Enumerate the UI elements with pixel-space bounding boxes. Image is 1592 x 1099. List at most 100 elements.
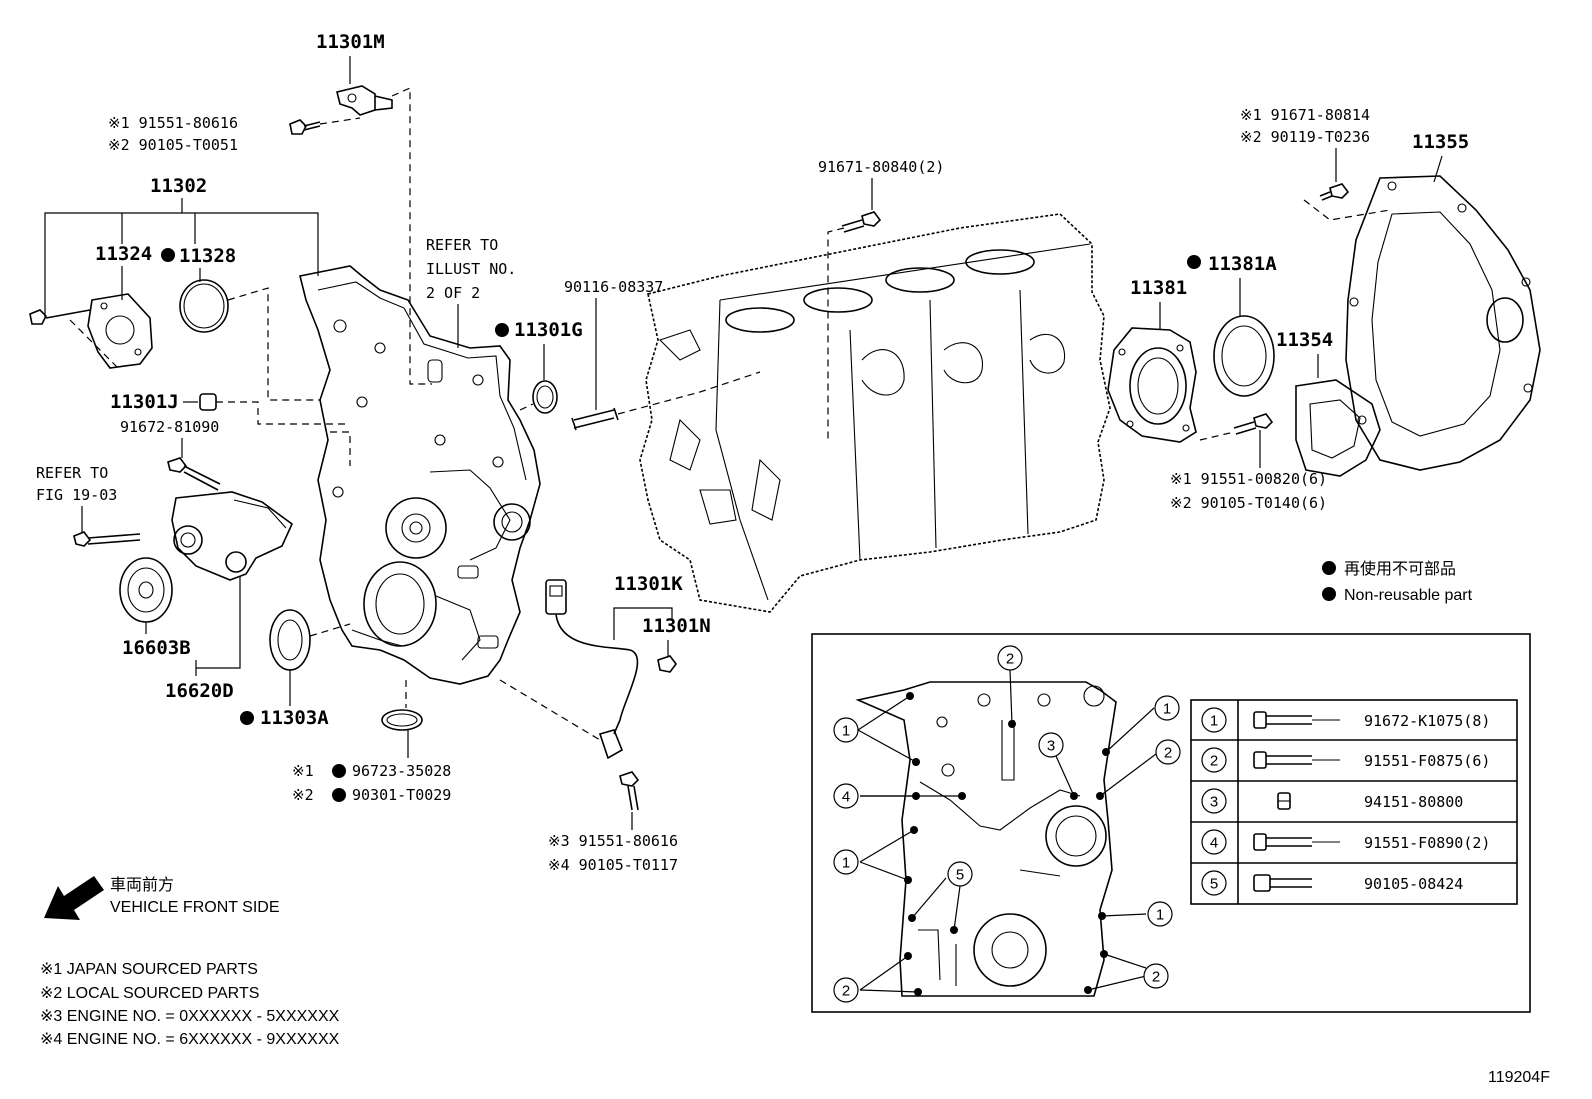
cylinder-block [639, 213, 1111, 613]
idler-pulley-16603B [119, 557, 173, 623]
inset-marker-2a: 2 [997, 645, 1023, 671]
svg-text:1: 1 [842, 723, 850, 740]
non-reusable-marker [240, 711, 254, 725]
svg-text:1: 1 [1156, 907, 1164, 924]
callout-retainer-bolt-2: ※2 90105-T0140(6) [1170, 494, 1327, 512]
svg-text:4: 4 [842, 789, 850, 806]
note-1: ※1 JAPAN SOURCED PARTS [40, 961, 258, 978]
svg-text:1: 1 [842, 855, 850, 872]
inset-marker-3: 3 [1038, 732, 1064, 758]
inset-marker-2d: 2 [833, 977, 859, 1003]
bolt-table-row: 3 94151-80800 [1201, 788, 1463, 814]
wire-harness-sensor [545, 579, 639, 760]
callout-stud-90116: 90116-08337 [564, 278, 663, 296]
non-reusable-marker [332, 788, 346, 802]
inset-marker-1c: 1 [833, 849, 859, 875]
inset-marker-1b: 1 [1154, 695, 1180, 721]
non-reusable-marker [161, 248, 175, 262]
gasket-note-1: ※1 [292, 762, 314, 780]
callout-11301G: 11301G [514, 319, 583, 341]
legend-dot [1322, 561, 1336, 575]
refer-illust-line2: ILLUST NO. [426, 260, 516, 278]
callout-11303A: 11303A [260, 707, 329, 729]
bolt-table [1190, 699, 1518, 905]
note-3: ※3 ENGINE NO. = 0XXXXXX - 5XXXXXX [40, 1008, 340, 1025]
legend-non-reusable-en: Non-reusable part [1344, 587, 1473, 604]
bolt-table-row-num: 3 [1210, 794, 1218, 811]
plug-11301J [199, 393, 217, 411]
refer-illust-line3: 2 OF 2 [426, 284, 480, 302]
svg-text:5: 5 [956, 867, 964, 884]
callout-11381A: 11381A [1208, 253, 1277, 275]
non-reusable-marker [495, 323, 509, 337]
inset-bolt-positions [904, 692, 1110, 996]
callout-sensor-bolt-3: ※3 91551-80616 [548, 832, 678, 850]
bolt-end-plate [1319, 183, 1350, 201]
refer-illust-line1: REFER TO [426, 236, 498, 254]
callout-11355: 11355 [1412, 131, 1469, 153]
gasket-pn-2: 90301-T0029 [352, 786, 451, 804]
gasket-pn-1: 96723-35028 [352, 762, 451, 780]
bolt-sensor-bottom [619, 771, 640, 811]
bolt-cover-plate [29, 309, 91, 325]
legend-non-reusable-jp: 再使用不可部品 [1344, 560, 1456, 578]
bolt-table-row-part: 91551-F0875(6) [1364, 752, 1490, 770]
end-plate-11355 [1345, 175, 1541, 471]
bolt-retainer [1233, 413, 1274, 435]
inset-cover-outline [855, 681, 1117, 997]
figure-id: 119204F [1488, 1069, 1550, 1086]
cam-position-sensor [336, 85, 393, 116]
callout-sensor-bolt-1: ※1 91551-80616 [108, 114, 238, 132]
note-4: ※4 ENGINE NO. = 6XXXXXX - 9XXXXXX [40, 1031, 340, 1048]
callout-bolt-91672: 91672-81090 [120, 418, 219, 436]
rear-oil-seal-11381A [1213, 315, 1275, 397]
nut-icon [1277, 792, 1291, 810]
callout-11381: 11381 [1130, 277, 1187, 299]
callout-11301K: 11301K [614, 573, 683, 595]
bolt-table-row-num: 1 [1210, 713, 1218, 730]
legend-dot [1322, 587, 1336, 601]
callout-plate-bolt-1: ※1 91671-80814 [1240, 106, 1370, 124]
refer-fig-line2: FIG 19-03 [36, 486, 117, 504]
note-2: ※2 LOCAL SOURCED PARTS [40, 985, 259, 1002]
bolt-icon [1253, 833, 1340, 851]
bolt-table-row: 1 91672-K1075(8) [1201, 707, 1490, 733]
flange-bolt-icon [1253, 874, 1312, 892]
bolt-table-row-num: 2 [1210, 753, 1218, 770]
inset-bolt-layout-box [811, 633, 1531, 1013]
o-ring-11328 [179, 279, 229, 333]
callout-11324: 11324 [95, 243, 152, 265]
svg-text:1: 1 [1163, 701, 1171, 718]
belt-tensioner-assembly [171, 491, 293, 581]
bolt-icon [1253, 711, 1340, 729]
o-ring-11301G [532, 380, 558, 414]
bolt-91671-80840 [841, 211, 882, 233]
bolt-table-row-num: 4 [1210, 835, 1218, 852]
bolt-table-row-part: 91551-F0890(2) [1364, 834, 1490, 852]
refer-fig-line1: REFER TO [36, 464, 108, 482]
bolt-table-row: 4 91551-F0890(2) [1201, 829, 1490, 855]
inset-leader-lines [857, 669, 1157, 993]
svg-text:2: 2 [842, 983, 850, 1000]
inset-marker-1d: 1 [1147, 901, 1173, 927]
callout-11328: 11328 [179, 245, 236, 267]
oil-seal-retainer-11381 [1107, 327, 1197, 443]
callout-11301M: 11301M [316, 31, 385, 53]
callout-sensor-bolt-2: ※2 90105-T0051 [108, 136, 238, 154]
inset-marker-1a: 1 [833, 717, 859, 743]
svg-text:2: 2 [1164, 745, 1172, 762]
callout-11301J: 11301J [110, 391, 179, 413]
bolt-table-row-part: 91672-K1075(8) [1364, 712, 1490, 730]
svg-text:3: 3 [1047, 738, 1055, 755]
callout-11301N: 11301N [642, 615, 711, 637]
svg-text:2: 2 [1152, 969, 1160, 986]
o-ring-gasket-bottom [381, 709, 423, 731]
cover-11354 [1295, 379, 1381, 477]
bolt-table-row: 2 91551-F0875(6) [1201, 747, 1490, 773]
gasket-note-2: ※2 [292, 786, 314, 804]
callout-11354: 11354 [1276, 329, 1333, 351]
callout-11302: 11302 [150, 175, 207, 197]
inset-marker-4: 4 [833, 783, 859, 809]
clip-11301N [657, 655, 677, 673]
